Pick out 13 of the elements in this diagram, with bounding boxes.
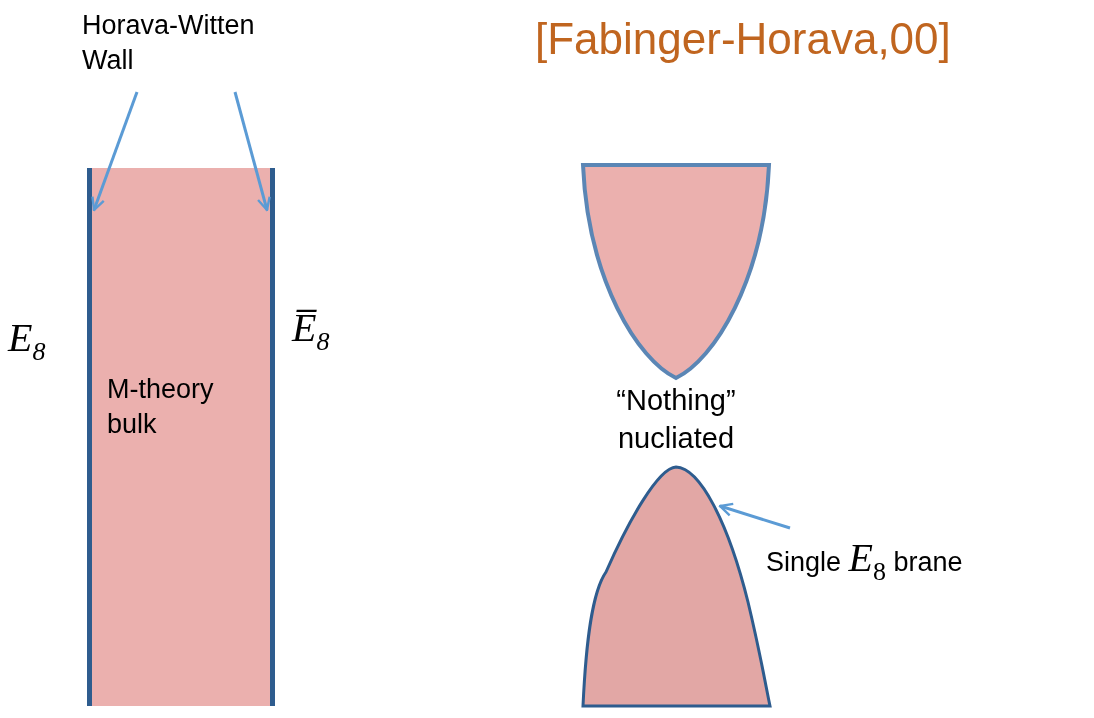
group-label: E̅$_{8}$ [292, 304, 330, 354]
bulk-region [92, 168, 270, 706]
region-label: M-theory bulk [107, 373, 215, 442]
leader-arrow [91, 91, 139, 212]
wall-bar [270, 168, 275, 706]
leader-arrow [233, 91, 271, 212]
citation-title: [Fabinger-Horava,00] [535, 13, 951, 65]
leader-arrow [718, 502, 791, 530]
brane-label: Single E$_{8}$ brane [766, 534, 963, 584]
wall-label: Horava-Witten Wall [82, 9, 256, 78]
group-label: E$_{8}$ [8, 314, 46, 364]
region-caption: “Nothing” nucliated [615, 383, 737, 456]
wall-bar [87, 168, 92, 706]
